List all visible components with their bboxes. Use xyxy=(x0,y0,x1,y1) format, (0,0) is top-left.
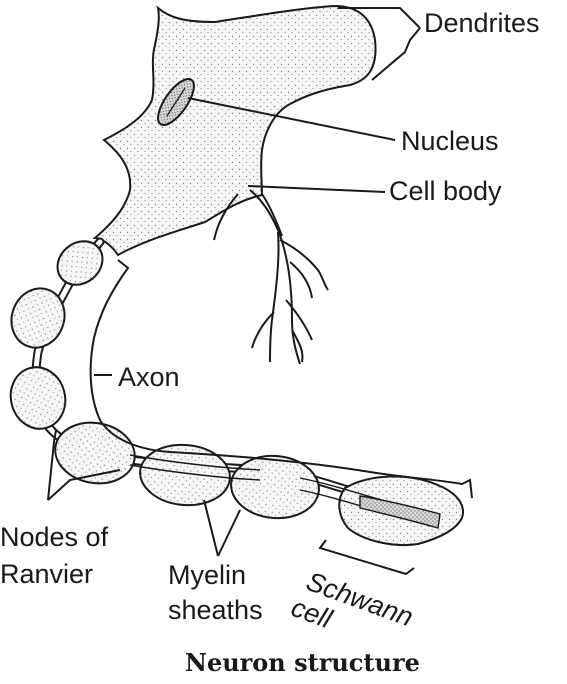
label-dendrites: Dendrites xyxy=(424,8,540,38)
schwann-cell-core xyxy=(359,495,441,529)
label-axon: Axon xyxy=(118,362,180,392)
label-nodes-of-ranvier-line1: Nodes of xyxy=(0,522,109,552)
label-nucleus: Nucleus xyxy=(401,126,499,156)
leader-lines xyxy=(47,7,473,576)
axon-terminals xyxy=(213,189,329,365)
label-cell-body: Cell body xyxy=(389,176,502,206)
diagram-caption: Neuron structure xyxy=(185,648,420,677)
label-myelin-sheaths-line2: sheaths xyxy=(168,595,263,625)
label-nodes-of-ranvier-line2: Ranvier xyxy=(0,559,94,589)
nucleus-shape xyxy=(157,78,195,126)
myelin-sheath-segments xyxy=(9,240,464,546)
label-myelin-sheaths-line1: Myelin xyxy=(168,560,247,590)
cell-body-shape xyxy=(92,4,377,257)
